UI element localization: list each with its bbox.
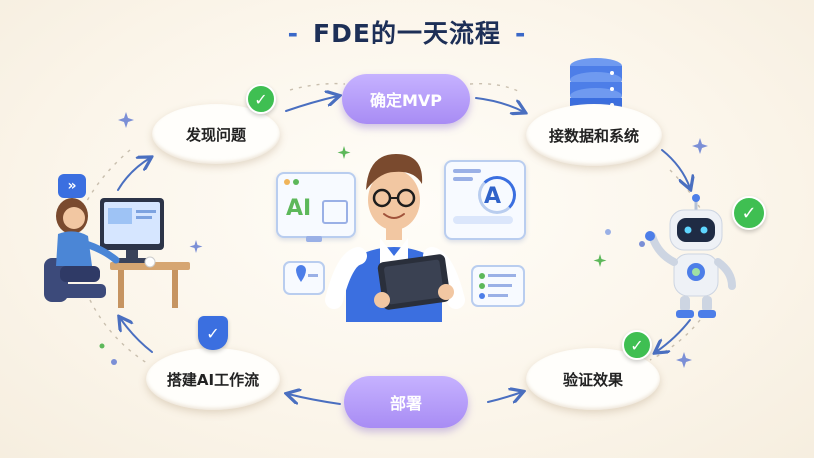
title-dash-right: -	[514, 19, 527, 48]
check-icon-find-problem: ✓	[246, 84, 276, 114]
arrow-verify-left	[487, 392, 522, 402]
map-pin-card	[283, 261, 325, 295]
center-engineer-illustration	[325, 154, 465, 322]
diagram-title: -FDE的一天流程-	[0, 14, 814, 50]
person-at-desk-illustration	[44, 198, 190, 308]
title-text: FDE的一天流程	[313, 19, 501, 48]
step-connect-data-label: 接数据和系统	[548, 126, 639, 145]
checklist-card	[471, 265, 525, 307]
step-define-mvp-label: 确定MVP	[369, 91, 443, 110]
ai-screen-card: AI	[276, 172, 356, 238]
step-find-problem[interactable]: 发现问题	[152, 104, 280, 164]
flow-arrows	[117, 96, 691, 405]
step-deploy[interactable]: 部署	[344, 376, 468, 428]
ai-label: AI	[286, 196, 312, 221]
step-build-ai-workflow[interactable]: 搭建AI工作流	[146, 348, 280, 410]
step-deploy-label: 部署	[389, 394, 422, 413]
arrow-build-to-person	[120, 318, 153, 353]
check-icon-verify: ✓	[622, 330, 652, 360]
shield-check-icon: ✓	[198, 316, 228, 350]
step-connect-data[interactable]: 接数据和系统	[526, 104, 662, 166]
title-dash-left: -	[287, 19, 300, 48]
arrow-data-to-robot	[661, 149, 690, 188]
arrow-deploy-to-build	[288, 394, 341, 405]
step-define-mvp[interactable]: 确定MVP	[342, 74, 470, 124]
arrow-person-to-problem	[117, 158, 150, 191]
analytics-card: A	[444, 160, 526, 240]
step-build-ai-workflow-label: 搭建AI工作流	[166, 370, 260, 389]
check-icon-robot: ✓	[732, 196, 766, 230]
arrow-robot-to-verify	[656, 319, 691, 352]
chevron-right-icon: »	[58, 174, 86, 198]
ai-screen-stand	[306, 236, 322, 242]
arrow-problem-to-mvp	[285, 96, 338, 112]
step-verify-results-label: 验证效果	[562, 370, 623, 389]
step-find-problem-label: 发现问题	[185, 125, 246, 144]
arrow-mvp-to-data	[475, 97, 524, 112]
sparkle-decorations	[99, 112, 708, 368]
robot-illustration	[645, 194, 736, 318]
